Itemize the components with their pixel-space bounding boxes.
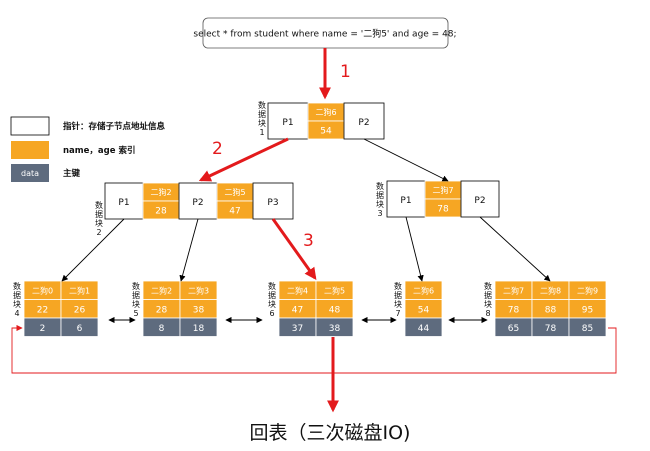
legend-pk-box-text: data [21, 169, 39, 178]
leaf-primary-key: 78 [545, 324, 557, 334]
leaf-key-name: 二狗2 [151, 286, 172, 296]
leaf-key-name: 二狗3 [188, 286, 209, 296]
leaf-primary-key: 18 [193, 324, 205, 334]
result-text: 回表（三次磁盘IO) [250, 422, 411, 444]
legend-pointer-label: 指针：存储子节点地址信息 [63, 121, 166, 132]
edge-n3-p2 [479, 216, 551, 282]
edge-n2-p2 [179, 218, 199, 282]
n3-p1: P1 [400, 196, 411, 206]
root-key-name: 二狗6 [315, 107, 336, 117]
n3-key-name: 二狗7 [432, 185, 453, 195]
leaf-key-name: 二狗8 [540, 286, 561, 296]
leaf-primary-key: 37 [292, 324, 303, 334]
leaf-key-name: 二狗5 [324, 286, 345, 296]
step-label-2: 2 [212, 139, 223, 159]
n2-key1-name: 二狗2 [150, 187, 171, 197]
leaf-key-name: 二狗1 [69, 286, 90, 296]
leaf-key-name: 二狗4 [287, 286, 308, 296]
leaf-key-age: 38 [193, 306, 205, 316]
leaf-key-name: 二狗0 [32, 286, 53, 296]
leaf-wrap-link [11, 324, 617, 374]
query-text: select * from student where name = '二狗5'… [193, 28, 456, 40]
legend-pk-label: 主键 [63, 168, 81, 179]
leaf-key-name: 二狗6 [413, 286, 434, 296]
step-label-1: 1 [340, 62, 351, 82]
legend-item-pointer: 指针：存储子节点地址信息 [10, 116, 166, 136]
tree-edges [61, 138, 551, 324]
n2-p3: P3 [267, 198, 278, 208]
leaf-primary-key: 2 [40, 324, 46, 334]
leaf-key-name: 二狗7 [503, 286, 524, 296]
root-key-age: 54 [320, 127, 332, 137]
leaf-key-age: 78 [508, 306, 520, 316]
path-arrow-3 [271, 218, 317, 280]
leaf-primary-key: 44 [418, 324, 430, 334]
n2-p1: P1 [118, 198, 129, 208]
legend-item-index: name，age 索引 [11, 141, 135, 159]
leaf-primary-key: 6 [77, 324, 83, 334]
query-box: select * from student where name = '二狗5'… [193, 17, 457, 49]
root-p2: P2 [358, 118, 369, 128]
step-label-3: 3 [303, 231, 314, 251]
n3-p2: P2 [474, 196, 485, 206]
edge-n3-p1 [405, 216, 424, 282]
leaf-key-age: 47 [292, 306, 303, 316]
n2-key2-age: 47 [229, 207, 240, 217]
leaf-key-age: 48 [329, 306, 341, 316]
leaf-key-name: 二狗9 [577, 286, 598, 296]
legend-item-pk: data 主键 [11, 164, 81, 182]
leaf-key-age: 26 [74, 306, 86, 316]
n2-key2-name: 二狗5 [224, 187, 245, 197]
legend: 指针：存储子节点地址信息 name，age 索引 data 主键 [10, 116, 166, 182]
leaf-primary-key: 8 [159, 324, 165, 334]
edge-n2-p1 [61, 218, 125, 282]
legend-index-label: name，age 索引 [63, 145, 135, 156]
search-path [198, 48, 339, 413]
leaf-key-age: 88 [545, 306, 557, 316]
n2-key1-age: 28 [155, 207, 167, 217]
leaf-key-age: 22 [37, 306, 48, 316]
leaf-primary-key: 38 [329, 324, 341, 334]
leaf-key-age: 54 [418, 306, 430, 316]
path-arrow-2 [198, 137, 289, 182]
edge-root-p2 [363, 138, 449, 182]
leaf-key-age: 95 [582, 306, 593, 316]
n2-p2: P2 [192, 198, 203, 208]
root-p1: P1 [282, 118, 293, 128]
leaf-key-age: 28 [156, 306, 168, 316]
leaf-primary-key: 85 [582, 324, 593, 334]
leaf-primary-key: 65 [508, 324, 519, 334]
n3-key-age: 78 [437, 205, 449, 215]
